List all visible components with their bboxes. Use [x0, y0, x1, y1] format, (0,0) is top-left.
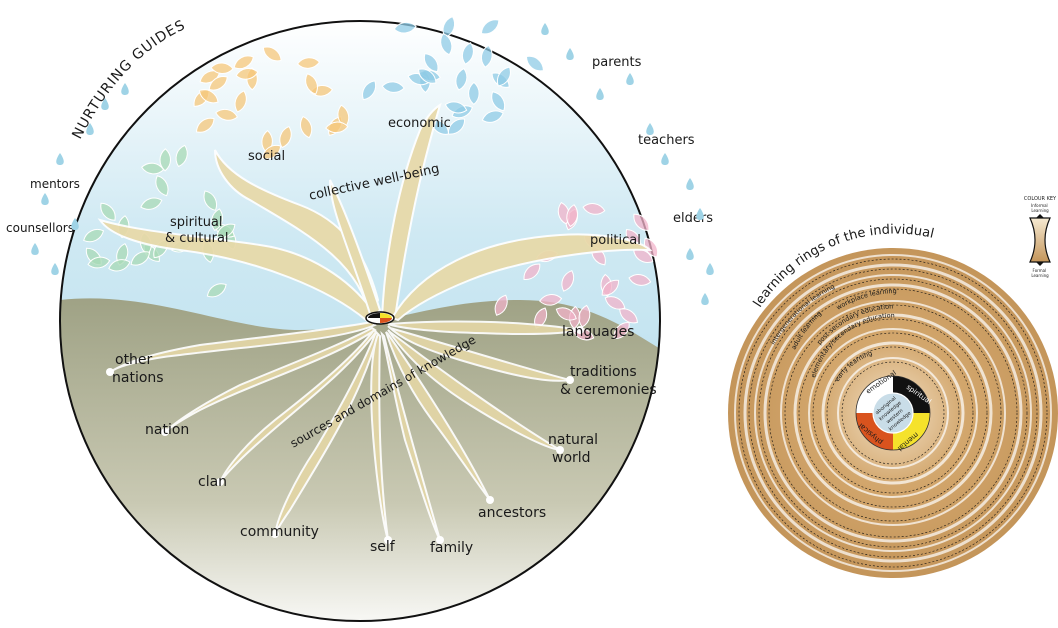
economic-leaf — [478, 16, 502, 38]
raindrop — [686, 178, 694, 190]
raindrop — [686, 248, 694, 260]
raindrop — [41, 193, 49, 205]
colour-key-title: COLOUR KEY — [1024, 196, 1057, 202]
cultural-line: & cultural — [165, 231, 229, 246]
raindrop — [646, 123, 654, 135]
colour-key-bottom-label: Formal Learning — [1031, 268, 1049, 278]
root-label-self: self — [370, 539, 396, 555]
raindrop — [701, 293, 709, 305]
guide-mentors: mentors — [30, 177, 80, 191]
raindrop — [661, 153, 669, 165]
world-line: world — [552, 450, 591, 466]
learning-rings-diagram: emotional spiritual physical mental abor… — [728, 222, 1058, 578]
other-line: other — [115, 352, 153, 368]
spiritual-line: spiritual — [170, 215, 223, 230]
key-bottom-line-2: Learning — [1031, 273, 1049, 278]
nations-line: nations — [112, 370, 164, 386]
branch-label-social: social — [248, 149, 285, 164]
root-label-nation: nation — [145, 422, 189, 438]
colour-key: COLOUR KEY Informal Learning Formal Lear… — [1024, 196, 1057, 278]
key-top-line-2: Learning — [1031, 208, 1049, 213]
root-label-clan: clan — [198, 474, 227, 490]
guide-teachers: teachers — [638, 133, 695, 148]
root-label-family: family — [430, 540, 473, 556]
guide-elders: elders — [673, 211, 713, 226]
raindrop — [706, 263, 714, 275]
root-label-ancestors: ancestors — [478, 505, 546, 521]
guide-counsellors: counsellors — [6, 221, 74, 235]
raindrop — [56, 153, 64, 165]
raindrop — [541, 23, 549, 35]
root-label-languages: languages — [562, 324, 634, 340]
raindrop — [626, 73, 634, 85]
branch-label-economic: economic — [388, 116, 451, 131]
raindrop — [696, 208, 704, 220]
traditions-line: traditions — [570, 364, 637, 380]
tree-heart-medicine-wheel — [366, 312, 394, 324]
colour-key-gradient — [1030, 218, 1050, 262]
raindrop — [51, 263, 59, 275]
ceremonies-line: & ceremonies — [560, 382, 657, 398]
branch-label-political: political — [590, 233, 641, 248]
raindrop — [596, 88, 604, 100]
raindrop — [121, 83, 129, 95]
root-label-community: community — [240, 524, 319, 540]
guide-parents: parents — [592, 55, 642, 70]
raindrop — [566, 48, 574, 60]
raindrop — [31, 243, 39, 255]
colour-key-top-label: Informal Learning — [1031, 203, 1049, 213]
branch-label-spiritual-cultural: spiritual & cultural — [165, 215, 229, 246]
natural-line: natural — [548, 432, 598, 448]
